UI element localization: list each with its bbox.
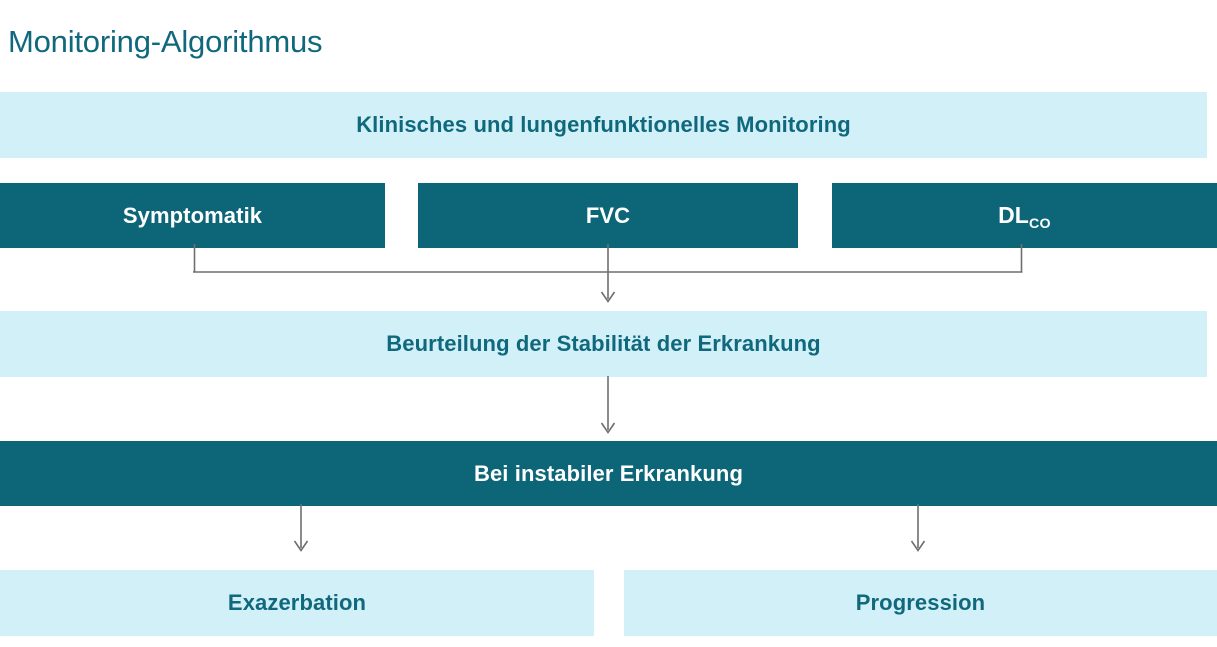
node-label-base: DL bbox=[998, 202, 1029, 228]
node-label: Progression bbox=[855, 590, 986, 615]
node-label: FVC bbox=[585, 202, 631, 228]
connector-instabil-to-exazerbation bbox=[293, 504, 309, 552]
node-exazerbation[interactable]: Exazerbation bbox=[0, 570, 594, 636]
node-beurteilung-stabilitaet[interactable]: Beurteilung der Stabilität der Erkrankun… bbox=[0, 311, 1207, 377]
node-label: Bei instabiler Erkrankung bbox=[473, 460, 744, 486]
node-label: Beurteilung der Stabilität der Erkrankun… bbox=[386, 331, 821, 356]
connector-merge-to-stability bbox=[193, 244, 1023, 303]
connector-instabil-to-progression bbox=[910, 504, 926, 552]
node-fvc[interactable]: FVC bbox=[418, 183, 798, 248]
node-label: Symptomatik bbox=[122, 202, 263, 228]
node-progression[interactable]: Progression bbox=[624, 570, 1217, 636]
connector-stability-to-instabil bbox=[600, 376, 616, 434]
node-label-subscript: CO bbox=[1028, 215, 1051, 232]
node-bei-instabiler-erkrankung[interactable]: Bei instabiler Erkrankung bbox=[0, 441, 1217, 506]
node-label: Exazerbation bbox=[227, 590, 367, 615]
node-label: DLCO bbox=[998, 202, 1051, 231]
node-dlco[interactable]: DLCO bbox=[832, 183, 1217, 248]
node-symptomatik[interactable]: Symptomatik bbox=[0, 183, 385, 248]
node-klinisches-monitoring[interactable]: Klinisches und lungenfunktionelles Monit… bbox=[0, 92, 1207, 158]
node-label: Klinisches und lungenfunktionelles Monit… bbox=[356, 112, 851, 137]
page-title: Monitoring-Algorithmus bbox=[8, 24, 323, 59]
